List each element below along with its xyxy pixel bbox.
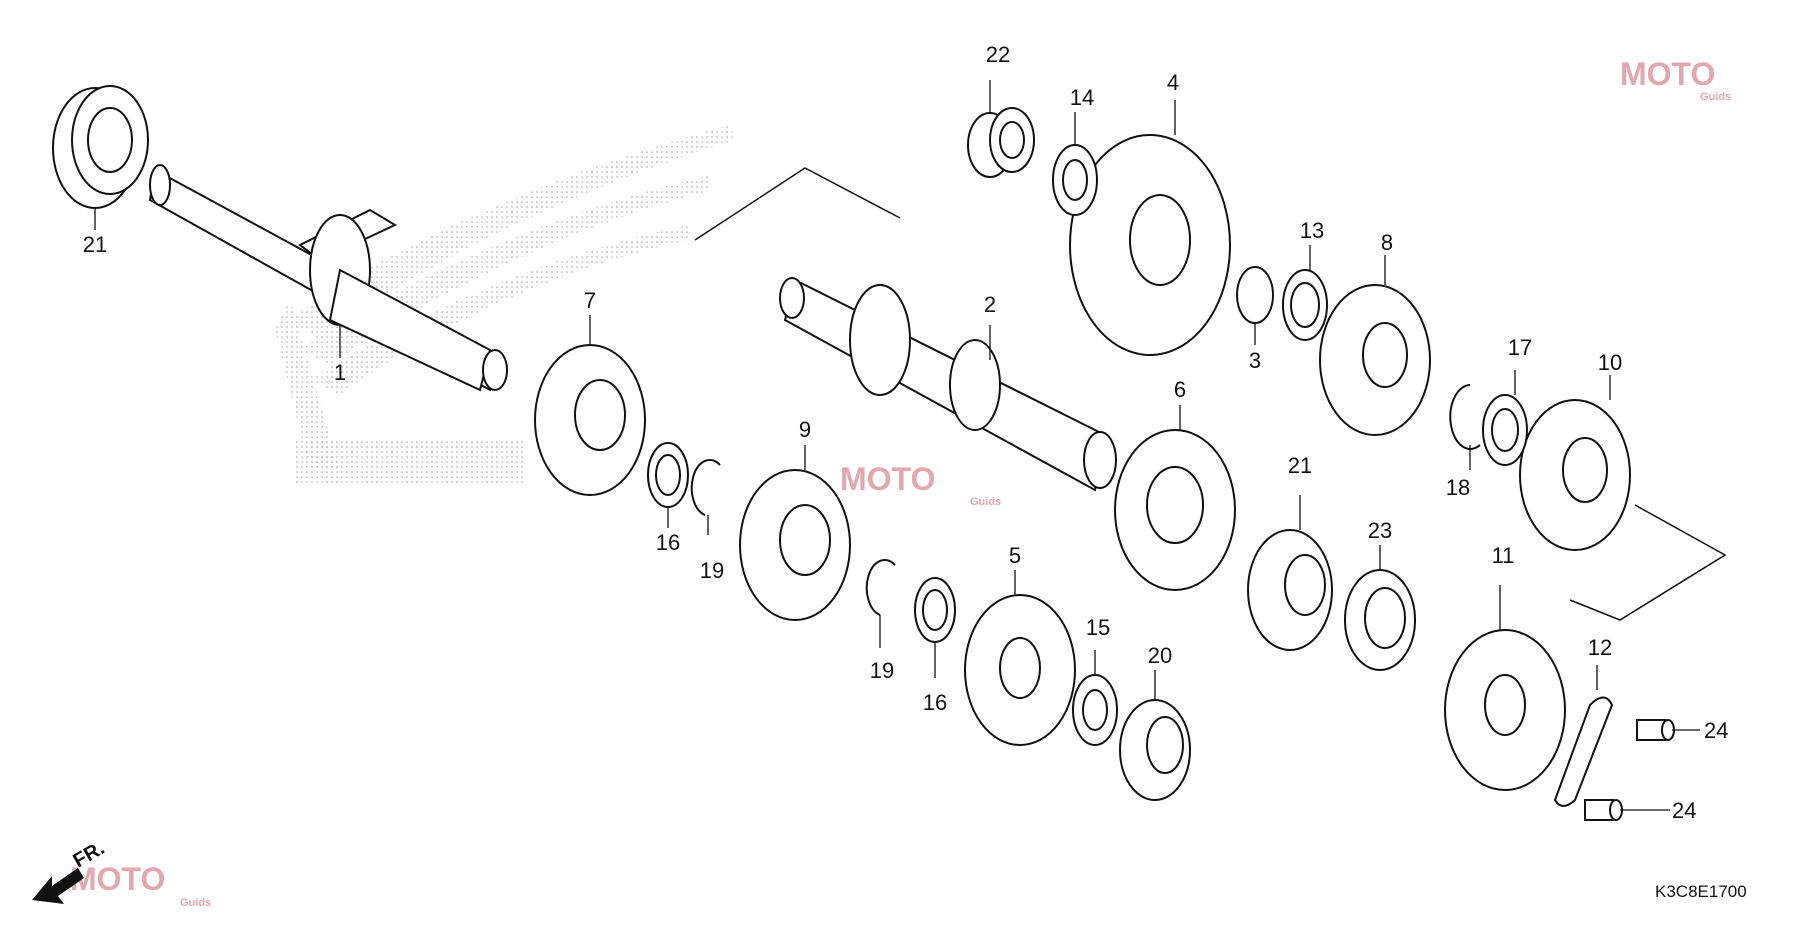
callout-24-upper: 24 [1704, 718, 1728, 743]
callout-8: 8 [1381, 230, 1393, 255]
part-10-gear[interactable] [1519, 399, 1631, 551]
part-18-circlip[interactable] [1449, 384, 1481, 450]
callout-20: 20 [1148, 643, 1172, 668]
part-1-mainshaft[interactable] [148, 164, 508, 392]
callout-19-bottom: 19 [870, 658, 894, 683]
callout-10: 10 [1598, 350, 1622, 375]
leader-lines [94, 80, 1700, 811]
part-17-washer[interactable] [1482, 394, 1528, 466]
bracket-line-sprocket [1569, 504, 1727, 621]
callout-17: 17 [1508, 335, 1532, 360]
part-14-washer[interactable] [1052, 144, 1098, 216]
svg-text:Guids: Guids [970, 496, 1001, 508]
part-24-bolt-lower[interactable] [1584, 799, 1623, 821]
callout-12: 12 [1588, 635, 1612, 660]
part-5-gear[interactable] [964, 594, 1076, 746]
callout-21-lower: 21 [1288, 453, 1312, 478]
watermark-center: MOTO Guids [840, 461, 1001, 508]
svg-text:MOTO: MOTO [70, 861, 165, 897]
callout-23: 23 [1368, 518, 1392, 543]
callout-13: 13 [1300, 218, 1324, 243]
part-24-bolt-upper[interactable] [1636, 719, 1675, 741]
part-6-gear[interactable] [1114, 429, 1236, 591]
callout-18: 18 [1446, 475, 1470, 500]
callout-6: 6 [1174, 377, 1186, 402]
svg-text:MOTO: MOTO [840, 461, 935, 497]
diagram-code: K3C8E1700 [1655, 882, 1747, 901]
callout-16-top: 16 [656, 530, 680, 555]
svg-text:Guids: Guids [1700, 91, 1731, 103]
part-4-gear[interactable] [1069, 134, 1231, 356]
watermark-top-right: MOTO Guids [1620, 56, 1731, 103]
watermark-bottom-left: MOTO Guids [70, 861, 211, 909]
part-11-sprocket[interactable] [1444, 629, 1566, 791]
part-21-bearing[interactable] [52, 85, 149, 209]
part-19-circlip-bottom[interactable] [865, 558, 896, 616]
svg-text:Guids: Guids [180, 897, 211, 909]
callout-5: 5 [1009, 543, 1021, 568]
callout-15: 15 [1086, 615, 1110, 640]
part-2-countershaft[interactable] [779, 277, 1117, 492]
callout-21-top: 21 [83, 232, 107, 257]
callout-16-bottom: 16 [923, 690, 947, 715]
bracket-line-shaft [694, 167, 901, 241]
part-22-needle-bearing[interactable] [967, 107, 1035, 178]
part-23-oil-seal[interactable] [1344, 569, 1416, 671]
part-13-washer[interactable] [1282, 269, 1328, 341]
callout-4: 4 [1167, 70, 1179, 95]
part-12-plate[interactable] [1553, 696, 1614, 807]
part-7-gear[interactable] [534, 344, 646, 496]
callout-9: 9 [799, 417, 811, 442]
part-21-bearing-lower[interactable] [1247, 529, 1333, 651]
part-3-collar[interactable] [1236, 266, 1274, 324]
arrow-icon [32, 868, 84, 904]
callout-24-lower: 24 [1672, 798, 1696, 823]
part-16-washer-bottom[interactable] [914, 577, 956, 643]
part-callouts: 21 1 22 14 4 2 3 13 8 17 10 18 7 9 6 21 … [83, 42, 1729, 823]
part-15-washer[interactable] [1072, 674, 1118, 746]
svg-text:MOTO: MOTO [1620, 56, 1715, 92]
callout-7: 7 [584, 288, 596, 313]
callout-3: 3 [1249, 348, 1261, 373]
callout-2: 2 [984, 292, 996, 317]
part-19-circlip-top[interactable] [690, 458, 721, 516]
part-9-gear[interactable] [739, 469, 851, 621]
callout-14: 14 [1070, 85, 1094, 110]
callout-11: 11 [1492, 543, 1515, 568]
part-16-washer-top[interactable] [647, 442, 689, 508]
part-8-gear[interactable] [1319, 284, 1431, 436]
callout-1: 1 [334, 360, 346, 385]
callout-22: 22 [986, 42, 1010, 67]
part-20-bearing[interactable] [1119, 699, 1191, 801]
callout-19-top: 19 [700, 558, 724, 583]
